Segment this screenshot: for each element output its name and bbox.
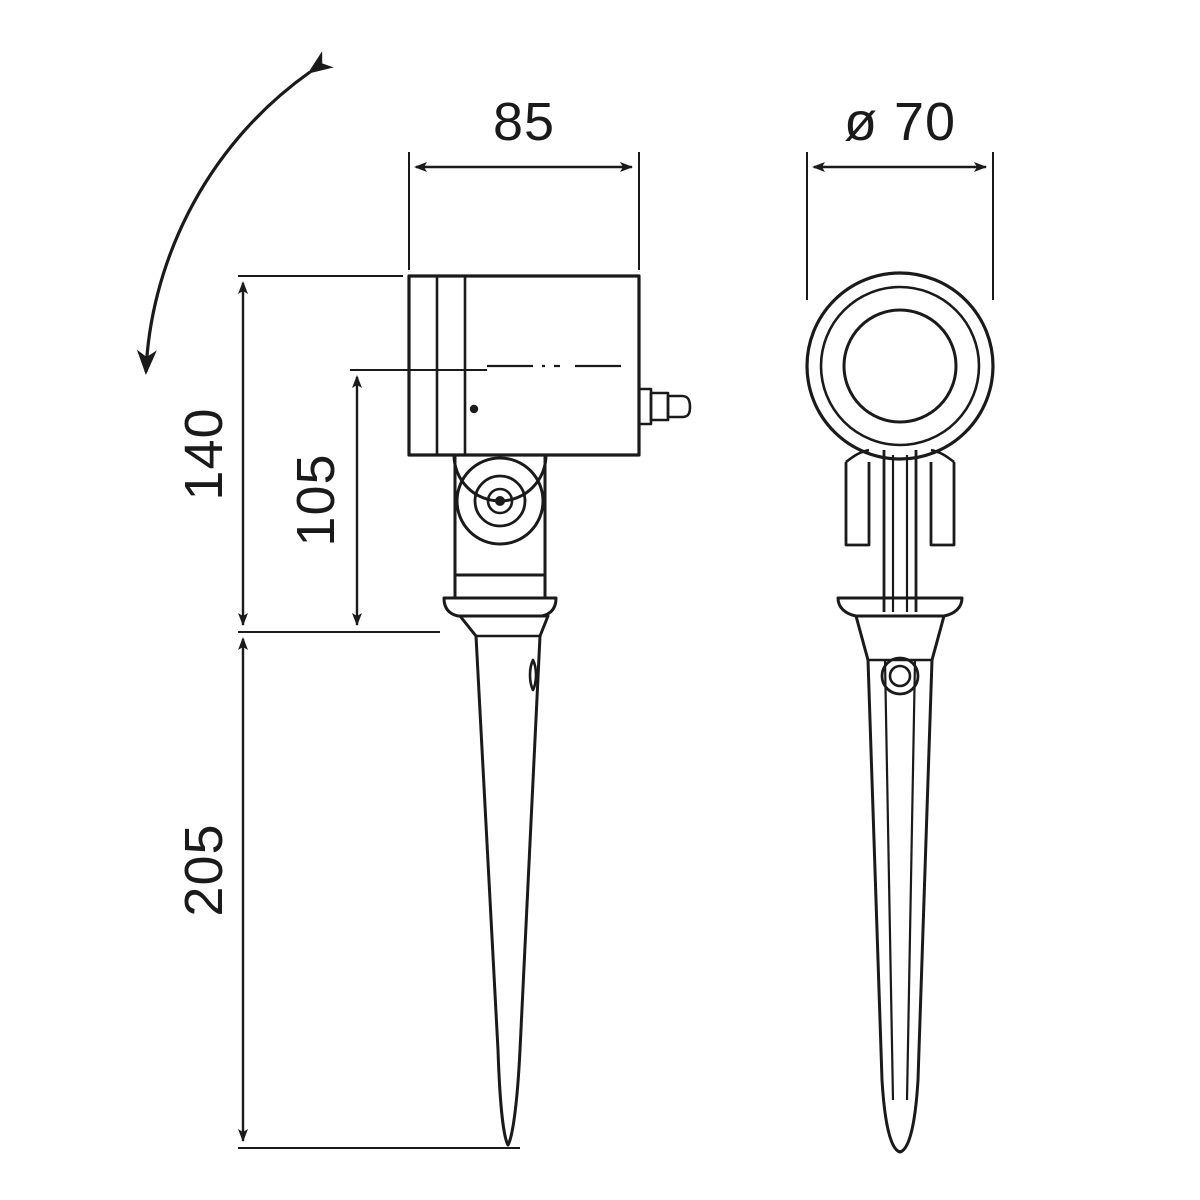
- dimension-label-diameter: ø 70: [844, 92, 956, 152]
- dimension-label-105: 105: [286, 453, 346, 546]
- tilt-arc-arrow: [136, 51, 334, 375]
- dimension-label-85: 85: [493, 92, 555, 152]
- dimension-label-140: 140: [174, 407, 234, 500]
- dimension-width-85: [408, 152, 640, 270]
- front-view-geometry: [805, 271, 995, 1154]
- dimension-label-205: 205: [174, 823, 234, 916]
- dimension-diameter-70: [806, 152, 994, 300]
- dimension-height-205: [238, 631, 520, 1149]
- dimension-height-105: [350, 369, 487, 633]
- side-view-geometry: [407, 274, 692, 1147]
